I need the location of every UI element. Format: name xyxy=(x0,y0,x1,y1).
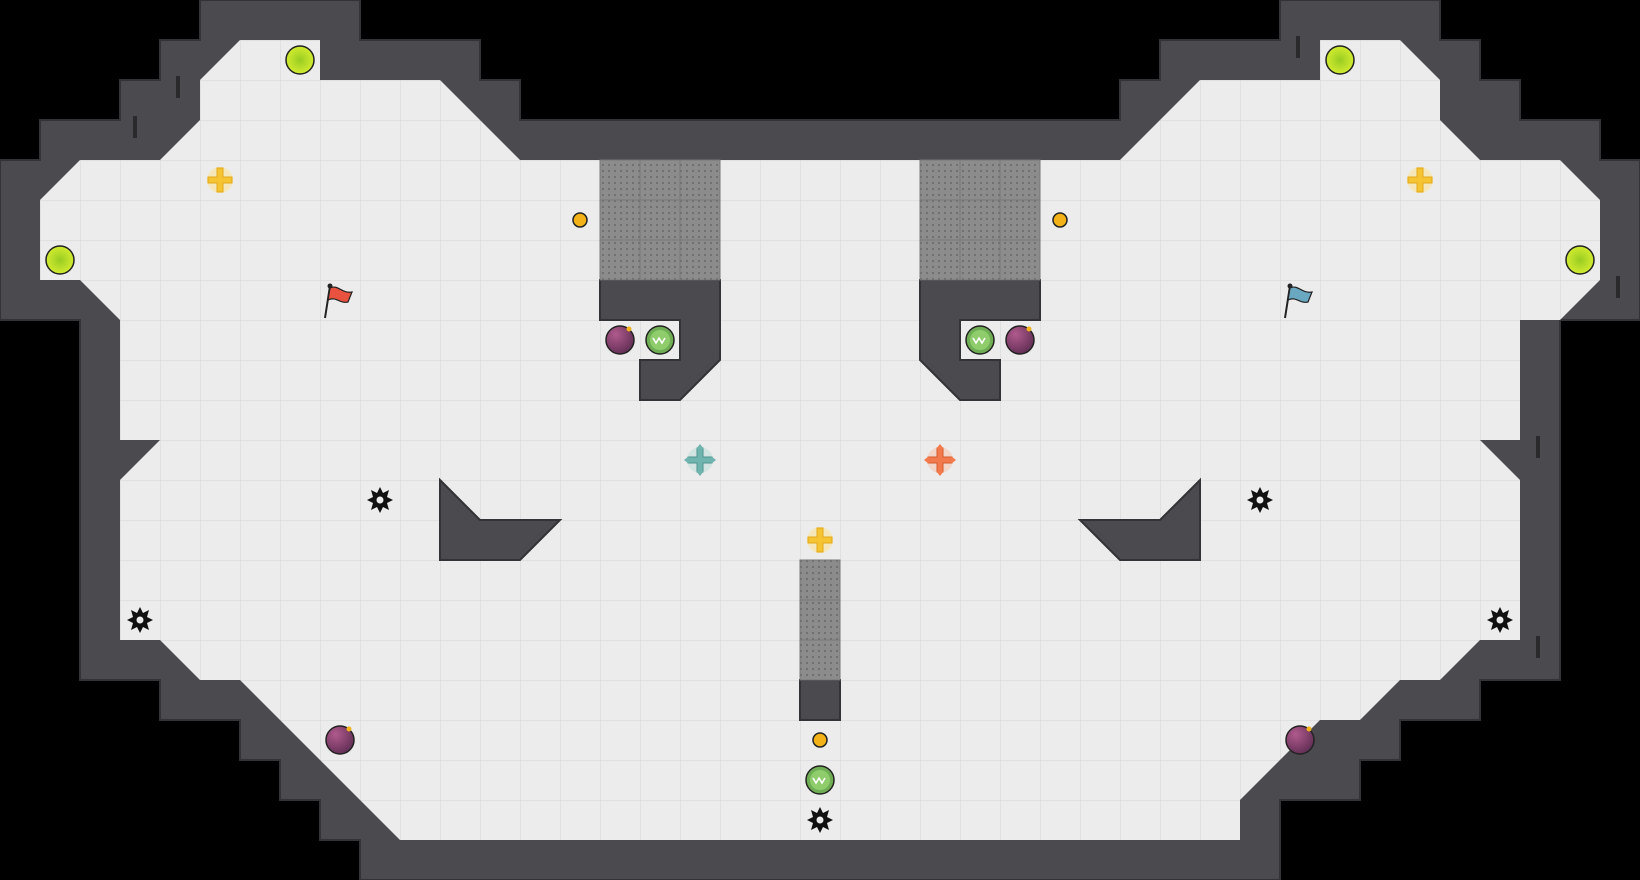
wall-left-wedge xyxy=(439,477,563,561)
bomb-icon xyxy=(1005,325,1035,355)
yellow-spawn-icon xyxy=(1407,167,1433,193)
arena-floor xyxy=(40,40,1600,840)
spike-icon xyxy=(807,807,833,833)
red-flag-icon xyxy=(324,283,353,319)
wall-center-block xyxy=(799,679,841,721)
yellow-spawn-icon xyxy=(807,527,833,553)
inner-walls xyxy=(439,279,1201,721)
bomb-icon xyxy=(605,325,635,355)
vent-cluster-left xyxy=(599,159,721,281)
bomb-icon xyxy=(1285,725,1315,755)
boost-pad-icon xyxy=(1325,45,1355,75)
bomb-icon xyxy=(325,725,355,755)
wall-right-bracket xyxy=(919,279,1041,401)
coin-icon xyxy=(572,212,588,228)
yellow-spawn-icon xyxy=(207,167,233,193)
wall-left-bracket xyxy=(599,279,721,401)
spike-icon xyxy=(127,607,153,633)
shield-icon xyxy=(965,325,995,355)
coins xyxy=(572,212,1068,748)
shield-icon xyxy=(805,765,835,795)
bombs xyxy=(325,325,1315,755)
boost-pad-icon xyxy=(1565,245,1595,275)
orange-spawn-icon xyxy=(924,444,956,476)
spawn-points xyxy=(207,167,1433,553)
shields xyxy=(645,325,995,795)
boost-pad-icon xyxy=(285,45,315,75)
teal-spawn-icon xyxy=(684,444,716,476)
blue-flag-icon xyxy=(1284,283,1313,319)
vent-column-center xyxy=(799,559,841,681)
coin-icon xyxy=(812,732,828,748)
boost-pads xyxy=(45,45,1595,275)
vent-tiles xyxy=(599,159,1041,681)
team-flags xyxy=(324,283,1313,319)
spike-icon xyxy=(367,487,393,513)
spikes xyxy=(127,487,1513,833)
boost-pad-icon xyxy=(45,245,75,275)
coin-icon xyxy=(1052,212,1068,228)
shield-icon xyxy=(645,325,675,355)
vent-cluster-right xyxy=(919,159,1041,281)
wall-notches xyxy=(133,36,1620,658)
spike-icon xyxy=(1247,487,1273,513)
spike-icon xyxy=(1487,607,1513,633)
wall-right-wedge xyxy=(1077,477,1201,561)
